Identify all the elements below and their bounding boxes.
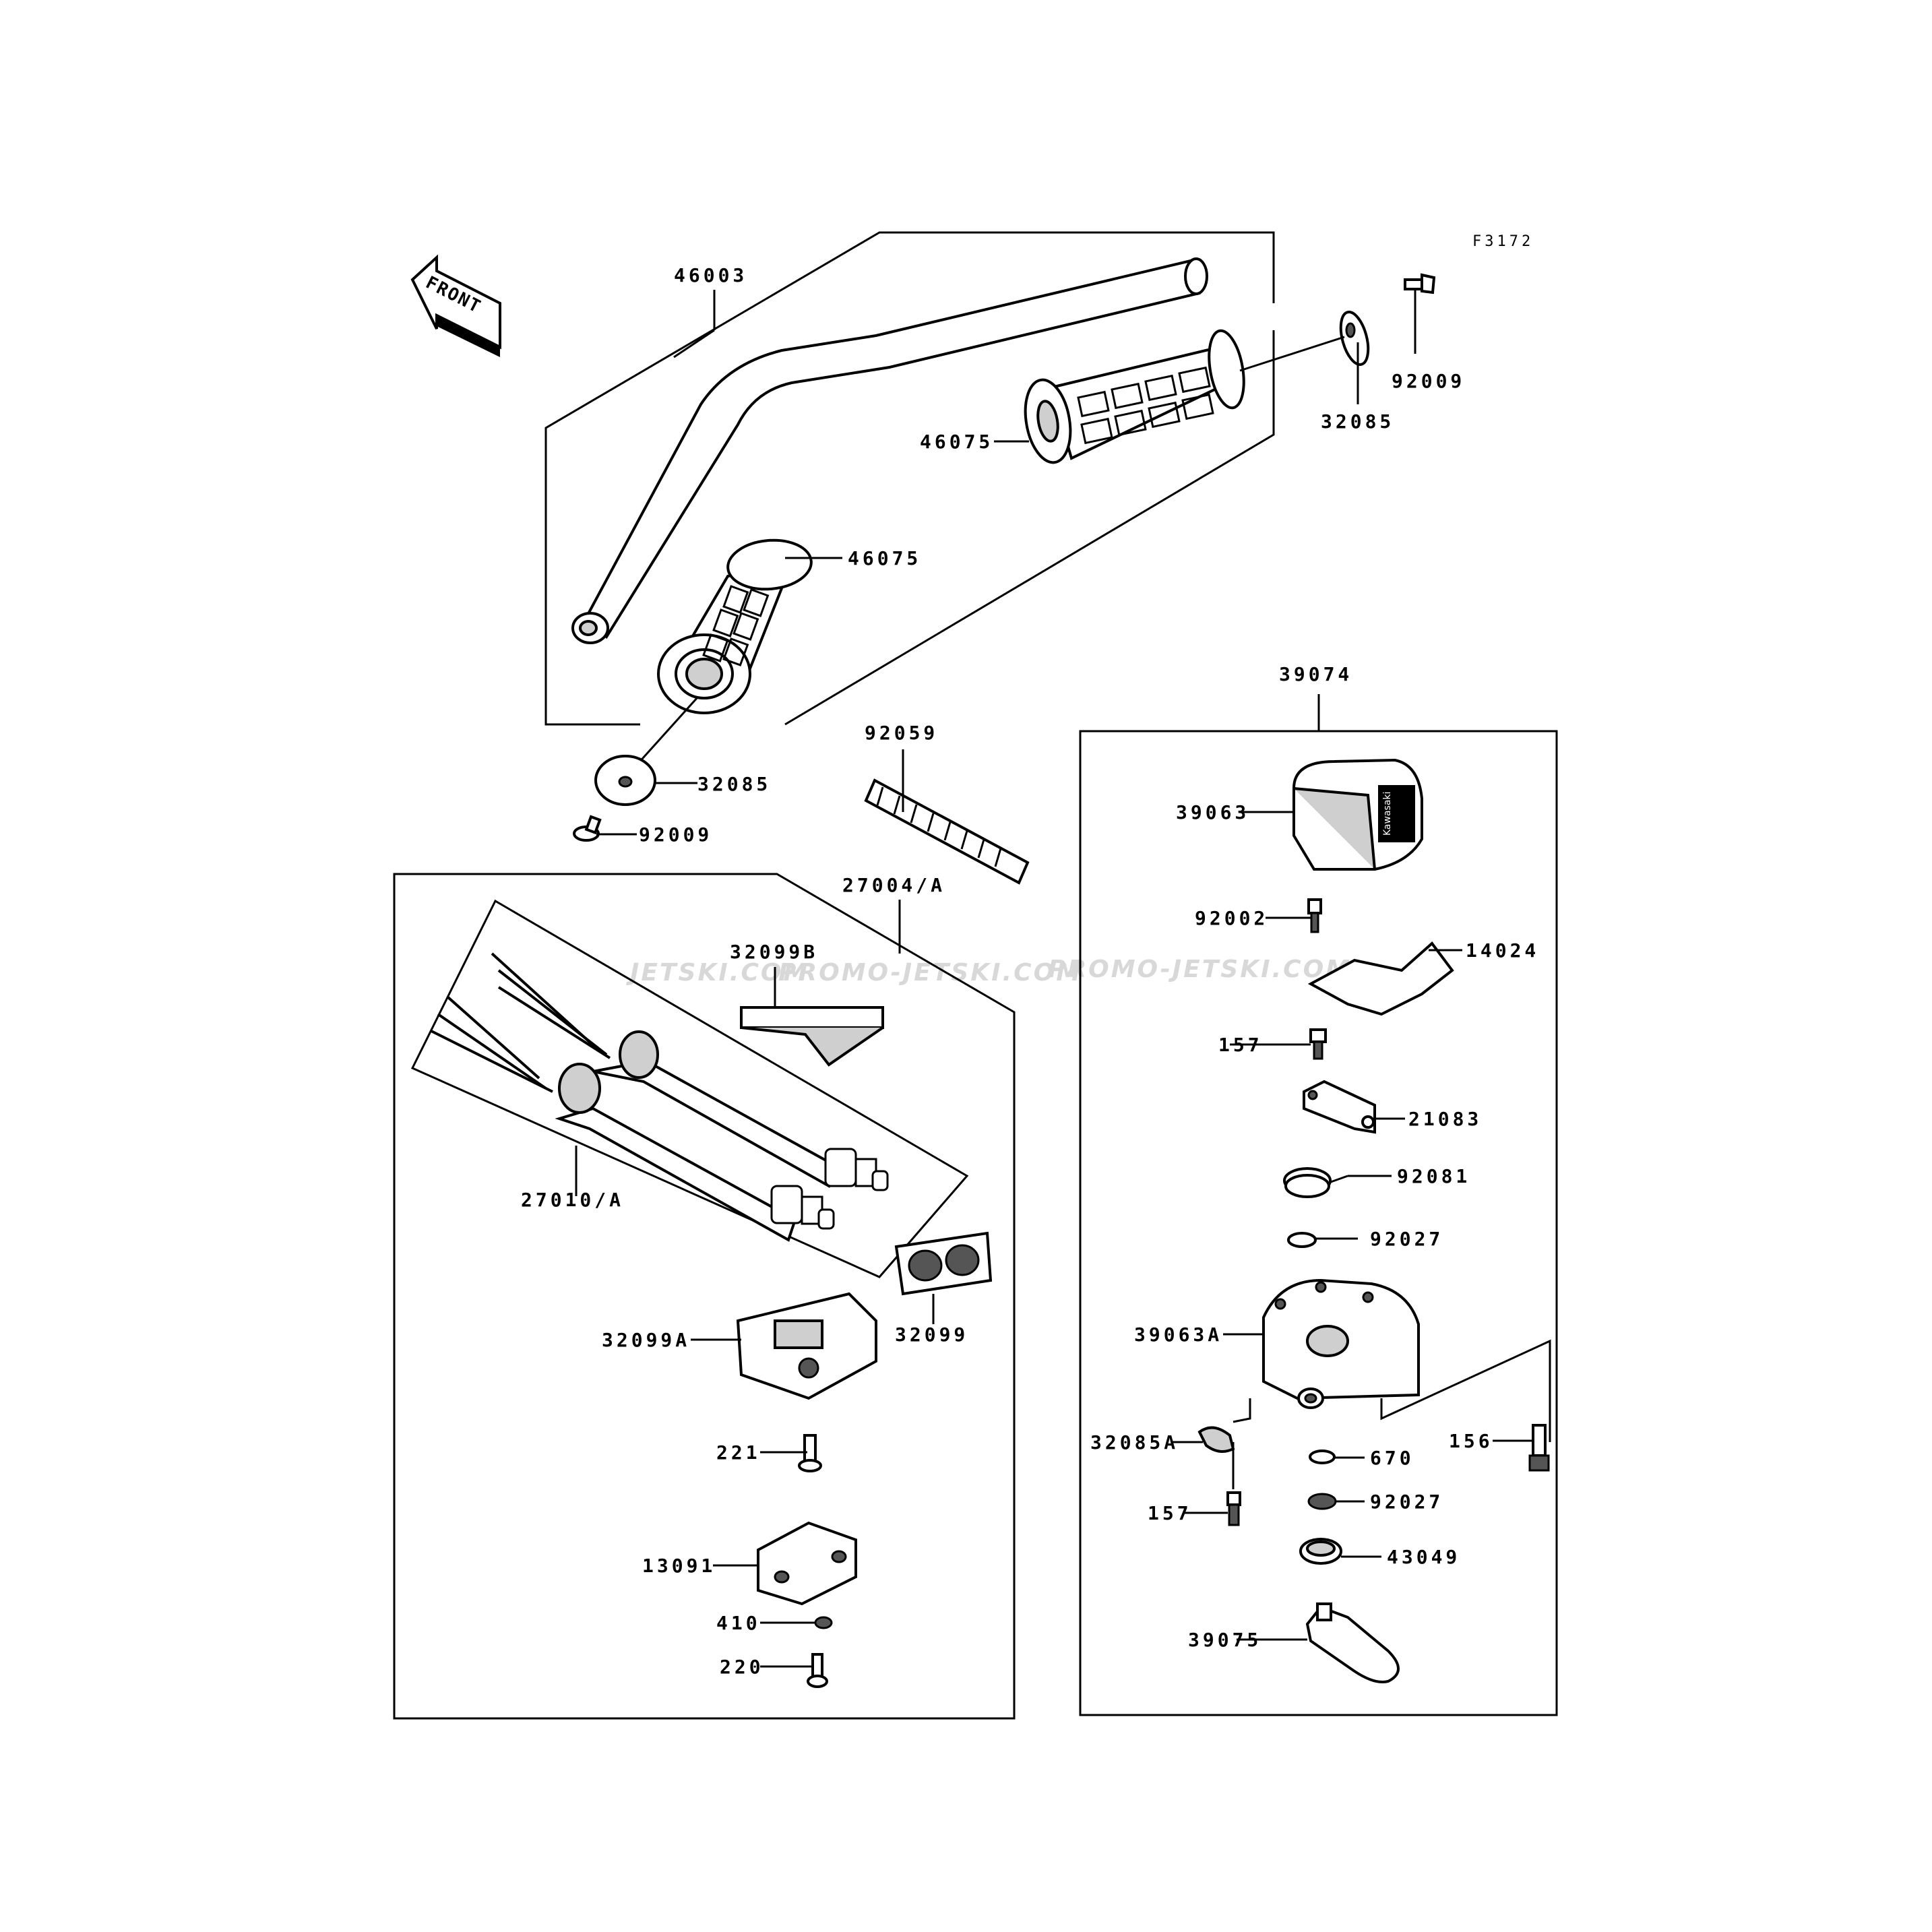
switch-cover-32099B xyxy=(740,1006,884,1067)
screw-221 xyxy=(798,1434,822,1472)
label-46003: 46003 xyxy=(674,264,747,286)
washer-410 xyxy=(814,1616,833,1629)
spiral-wrap xyxy=(864,778,1030,885)
housing-bracket-left xyxy=(1233,1398,1251,1423)
right-grip xyxy=(1024,329,1245,464)
switch-housing-32099A xyxy=(736,1292,877,1400)
bracket-32085A xyxy=(1197,1426,1235,1453)
label-157-bottom: 157 xyxy=(1148,1502,1192,1524)
leader-lines xyxy=(575,290,1533,1668)
left-grip xyxy=(657,538,813,714)
screw-220 xyxy=(807,1653,828,1688)
label-410: 410 xyxy=(716,1612,761,1634)
bolt-156 xyxy=(1528,1424,1550,1472)
label-46075-right: 46075 xyxy=(920,431,993,453)
label-27010-A: 27010/A xyxy=(521,1189,624,1211)
label-14024: 14024 xyxy=(1466,939,1539,962)
kawasaki-logo: Kawasaki xyxy=(1378,785,1415,842)
label-27004-A: 27004/A xyxy=(842,874,945,896)
label-32099A: 32099A xyxy=(602,1329,690,1351)
washer-92027-bottom xyxy=(1307,1493,1337,1510)
housing-bracket-right xyxy=(1380,1339,1551,1442)
watermark-1: JETSKI.COM xyxy=(626,959,809,987)
gasket-14024 xyxy=(1307,941,1454,1016)
cable-group-outline xyxy=(410,899,969,1278)
left-screw xyxy=(573,815,602,842)
label-221: 221 xyxy=(716,1441,761,1464)
label-92059: 92059 xyxy=(865,722,938,744)
label-92081: 92081 xyxy=(1397,1165,1470,1187)
washer-92027-top xyxy=(1287,1232,1317,1248)
label-39063: 39063 xyxy=(1176,801,1249,823)
label-43049: 43049 xyxy=(1387,1546,1460,1568)
handlebar xyxy=(571,257,1208,644)
clamp-13091 xyxy=(757,1521,857,1606)
label-32099B: 32099B xyxy=(730,941,818,963)
label-39075: 39075 xyxy=(1188,1629,1261,1651)
handlebar-group-outline-lower xyxy=(784,330,1275,726)
left-end-cap xyxy=(594,755,656,806)
label-32099: 32099 xyxy=(895,1323,968,1346)
svg-text:Kawasaki: Kawasaki xyxy=(1382,792,1393,836)
right-screw xyxy=(1404,273,1436,294)
label-21083: 21083 xyxy=(1408,1108,1482,1130)
throttle-lever-21083 xyxy=(1303,1080,1376,1134)
throttle-group-outline xyxy=(1079,730,1558,1716)
label-670: 670 xyxy=(1370,1447,1414,1469)
label-92009-right: 92009 xyxy=(1392,370,1465,392)
label-32085-right: 32085 xyxy=(1321,410,1394,433)
screw-157-bottom xyxy=(1226,1491,1241,1526)
right-end-cap xyxy=(1339,311,1370,366)
label-32085A: 32085A xyxy=(1090,1431,1179,1454)
throttle-cover-39063: Kawasaki xyxy=(1292,758,1423,871)
spring-92081 xyxy=(1283,1167,1348,1198)
label-156: 156 xyxy=(1449,1430,1493,1452)
label-39074: 39074 xyxy=(1279,663,1352,685)
label-92027-top: 92027 xyxy=(1370,1228,1443,1250)
switch-cables xyxy=(431,952,889,1242)
label-32085-left: 32085 xyxy=(697,773,771,795)
watermark-3: PROMO-JETSKI.COM xyxy=(1048,956,1352,983)
label-13091: 13091 xyxy=(642,1555,716,1577)
screw-92002 xyxy=(1307,898,1322,933)
screw-157-top xyxy=(1309,1028,1327,1060)
figure-code: F3172 xyxy=(1472,233,1534,250)
seal-43049 xyxy=(1299,1538,1342,1565)
front-arrow-icon: FRONT xyxy=(410,254,501,357)
oring-670 xyxy=(1309,1450,1336,1464)
throttle-housing-39063A xyxy=(1262,1278,1420,1409)
label-92027-bottom: 92027 xyxy=(1370,1491,1443,1513)
label-92002: 92002 xyxy=(1195,907,1268,929)
label-46075-left: 46075 xyxy=(848,547,921,569)
left-group-outline xyxy=(393,873,1016,1720)
throttle-trigger-39075 xyxy=(1305,1602,1400,1683)
label-92009-left: 92009 xyxy=(639,823,712,846)
switch-rubber-32099 xyxy=(894,1231,993,1296)
label-220: 220 xyxy=(720,1656,764,1678)
label-157-top: 157 xyxy=(1218,1034,1263,1056)
label-39063A: 39063A xyxy=(1134,1323,1222,1346)
